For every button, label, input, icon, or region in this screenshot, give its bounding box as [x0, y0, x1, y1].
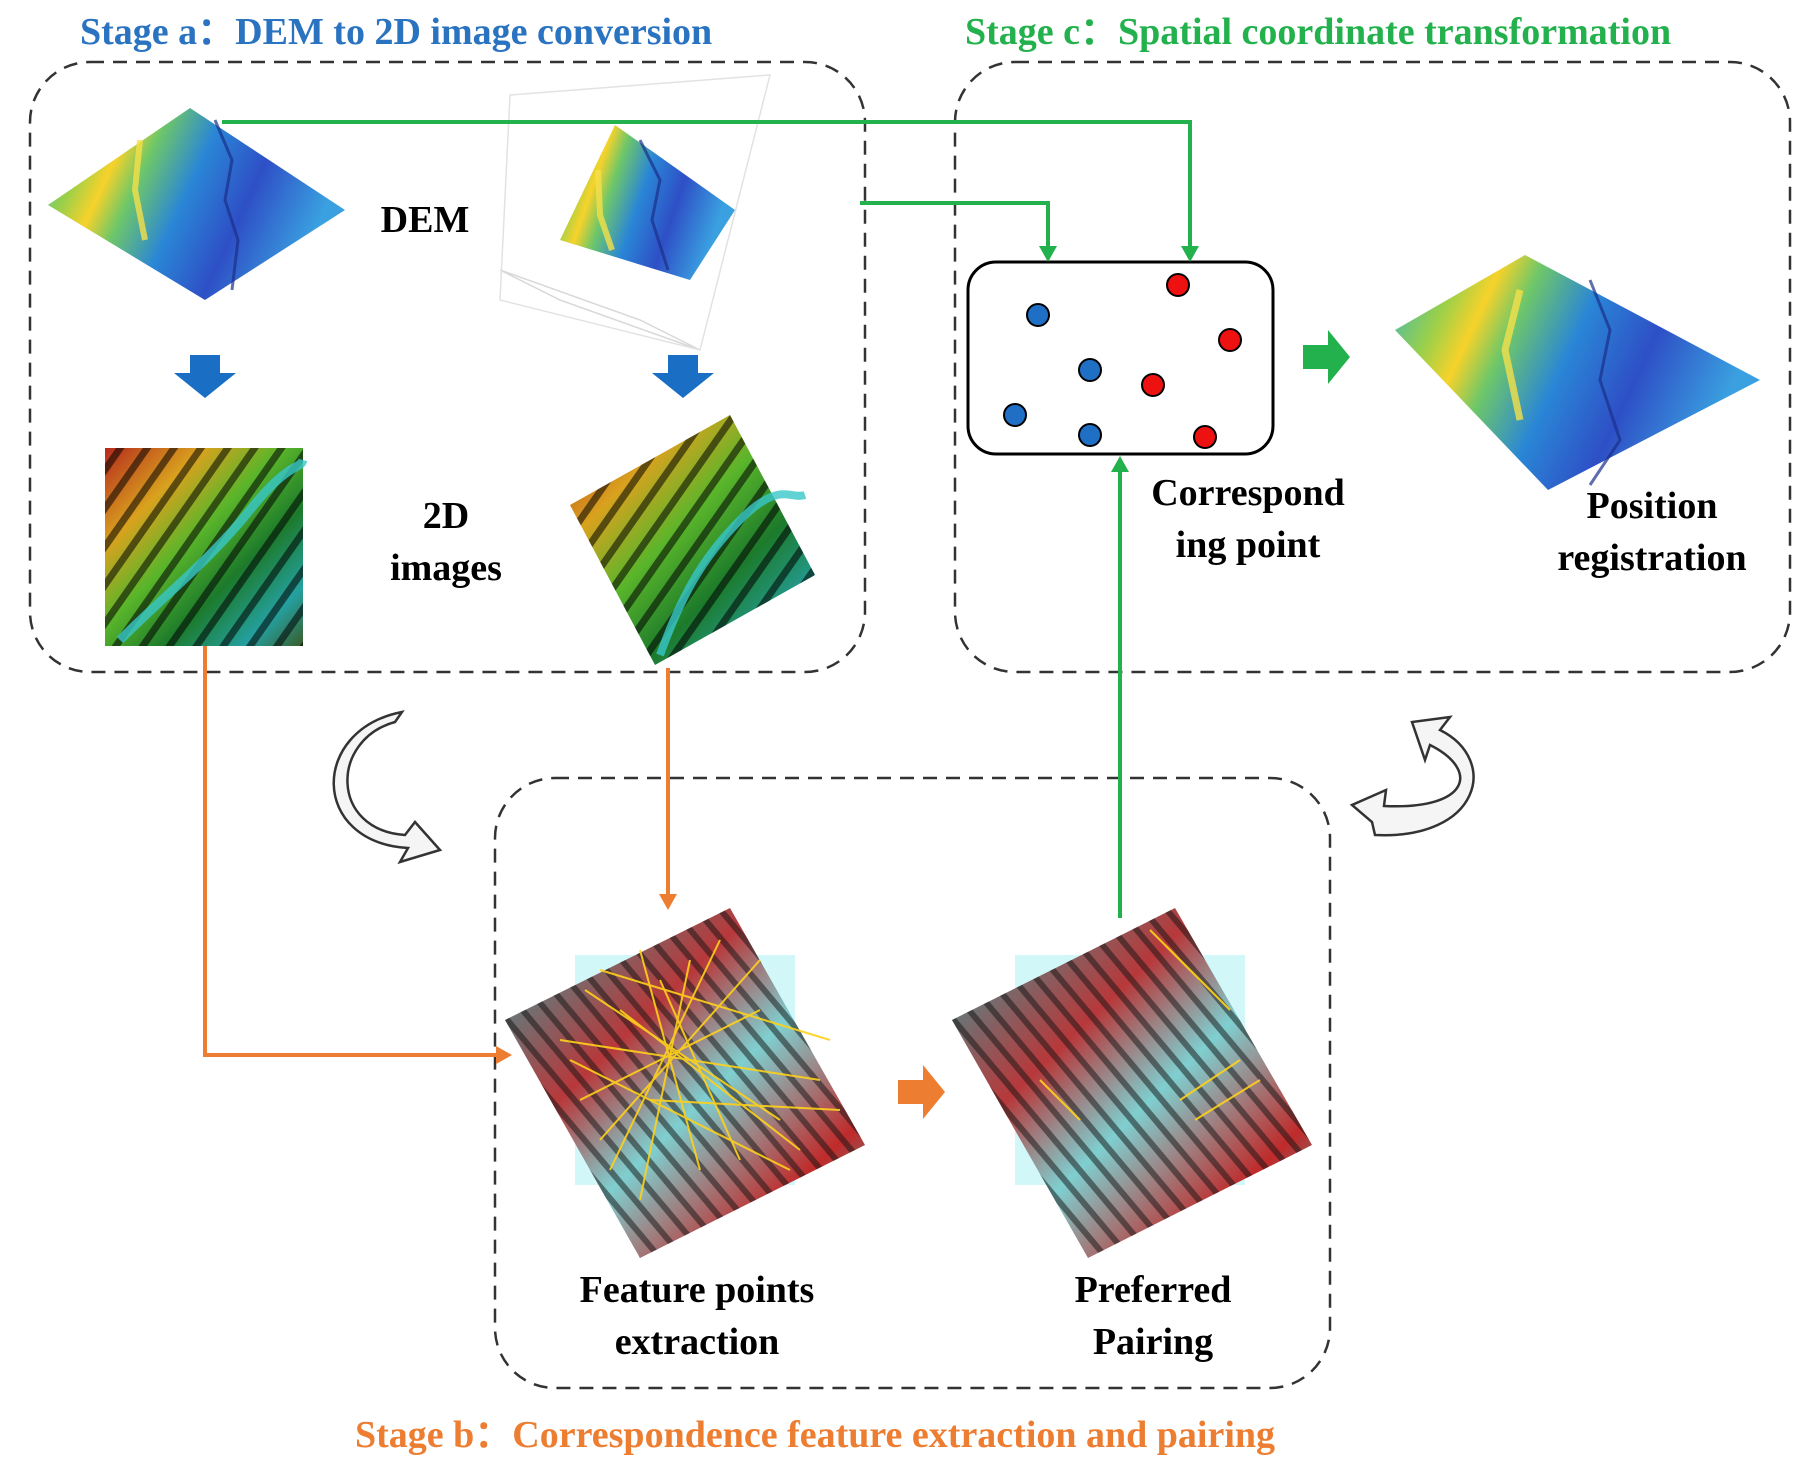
arrowhead-green: [1111, 456, 1129, 472]
arrowhead-orange: [496, 1046, 512, 1064]
arrowhead-green: [1039, 246, 1057, 262]
blue-point: [1003, 403, 1027, 427]
arrow-down-blue-1: [174, 355, 236, 398]
preferred-label-line2: Pairing: [1093, 1321, 1213, 1363]
blue-point: [1078, 358, 1102, 382]
feature-label-line2: extraction: [615, 1321, 780, 1363]
images-2d-label-line1: 2D: [423, 495, 469, 537]
arrow-down-blue-2: [652, 355, 714, 398]
arrowhead-green: [1181, 246, 1199, 262]
image-2d-1: [105, 448, 308, 646]
preferred-label-line1: Preferred: [1075, 1269, 1232, 1311]
stage-c-title: Stage c：Spatial coordinate transformatio…: [965, 11, 1671, 53]
red-point: [1218, 328, 1242, 352]
blue-point: [1026, 303, 1050, 327]
green-connector-dem2-to-points: [860, 201, 1050, 250]
image-2d-2: [570, 415, 815, 665]
cycle-arrow-right-icon: [1349, 715, 1475, 837]
dem-label: DEM: [381, 199, 470, 241]
position-label-line1: Position: [1587, 485, 1718, 527]
stage-b-title: Stage b：Correspondence feature extractio…: [355, 1414, 1275, 1456]
feature-points-image: [505, 908, 865, 1258]
dem-surface-2: [499, 74, 771, 351]
corresponding-points: [1003, 273, 1242, 449]
stage-a-title: Stage a：DEM to 2D image conversion: [80, 11, 712, 53]
images-2d-label-line2: images: [390, 547, 502, 589]
corresponding-label-line2: ing point: [1176, 524, 1321, 566]
stage-a-panel: [28, 60, 867, 674]
cycle-arrow-left-icon: [332, 710, 443, 865]
arrowhead-orange: [659, 894, 677, 910]
corresponding-label-line1: Correspond: [1151, 472, 1345, 514]
preferred-pairing-image: [952, 908, 1312, 1258]
blue-point: [1078, 423, 1102, 447]
arrow-right-orange: [898, 1065, 945, 1119]
red-point: [1166, 273, 1190, 297]
red-point: [1141, 373, 1165, 397]
feature-label-line1: Feature points: [580, 1269, 815, 1311]
stage-c-panel: [953, 60, 1792, 674]
dem-surface-registered: [1395, 255, 1760, 490]
red-point: [1193, 425, 1217, 449]
orange-connector-image1-to-features: [203, 646, 500, 1057]
arrow-right-green: [1303, 330, 1350, 384]
dem-surface-1: [48, 108, 345, 300]
green-connector-dem1-to-points: [222, 120, 1192, 250]
position-label-line2: registration: [1557, 537, 1746, 579]
stage-b-panel: [493, 776, 1332, 1390]
